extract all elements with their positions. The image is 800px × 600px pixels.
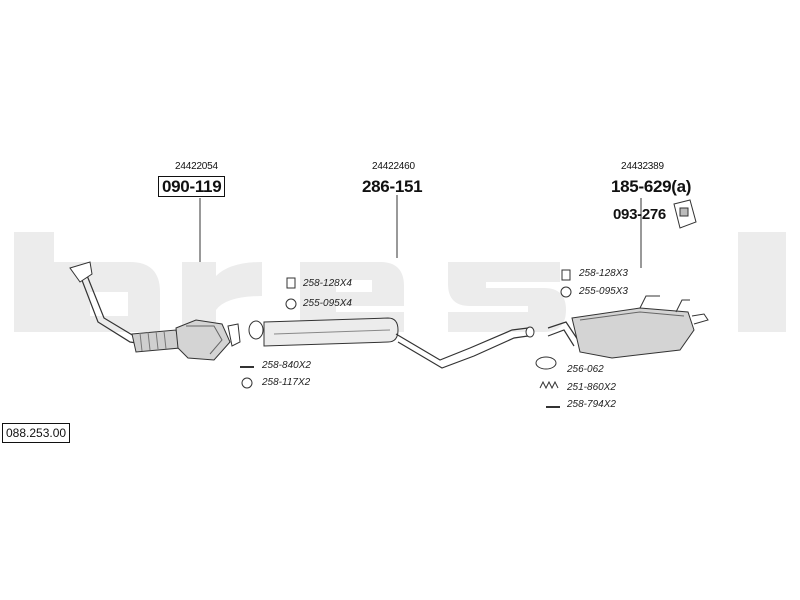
watermark-r [182, 262, 262, 332]
accessory-label: 258-840X2 [262, 360, 311, 371]
middle-inlet-flange [248, 320, 264, 340]
watermark-e [300, 262, 404, 332]
rib [155, 330, 159, 350]
rear-part-number: 185-629(a) [611, 177, 692, 196]
accessory-label: 255-095X3 [579, 286, 628, 297]
gasket-icon [560, 286, 572, 298]
accessory-label: 255-095X4 [303, 298, 352, 309]
middle-tailpipe [395, 327, 529, 369]
rear-inlet-pipe [547, 321, 579, 347]
diagram-code: 088.253.00 [2, 423, 71, 443]
rear-hanger-right [675, 299, 690, 313]
rib [139, 332, 143, 352]
watermark-s [448, 262, 566, 332]
front-pipe-assembly [69, 261, 241, 361]
accessory-label: 258-128X3 [579, 268, 628, 279]
middle-oe-number: 24422460 [372, 161, 415, 172]
ring-icon [241, 377, 253, 389]
spring-icon [539, 380, 559, 390]
rear-hanger-left [639, 295, 660, 309]
middle-outlet-end [525, 326, 535, 338]
rear-silencer-body [571, 307, 695, 359]
front-flange [69, 261, 93, 283]
gasket-icon [285, 298, 297, 310]
accessory-icons [240, 269, 572, 408]
accessory-label: 256-062 [567, 364, 604, 375]
accessory-label: 251-860X2 [567, 382, 616, 393]
accessory-label: 258-128X4 [303, 278, 352, 289]
rib [163, 330, 167, 350]
gasket-ring-icon [535, 356, 557, 370]
accessory-label: 258-117X2 [262, 377, 311, 388]
watermark-b-bowl [54, 262, 160, 332]
middle-part-number: 286-151 [362, 177, 423, 196]
rear-silencer-top [579, 311, 685, 321]
clamp-icon [561, 269, 571, 281]
leader-lines [199, 195, 642, 268]
rear-silencer-assembly [547, 295, 709, 359]
cat-outlet-flange [227, 323, 241, 347]
watermark-l [738, 232, 786, 332]
accessory-label: 258-794X2 [567, 399, 616, 410]
front-part-number: 090-119 [158, 176, 226, 197]
middle-silencer-seam [273, 329, 391, 335]
hanger-part-number: 093-276 [613, 206, 666, 223]
hanger-window [679, 207, 689, 217]
clamp-icon [286, 277, 296, 289]
flex-ribs [139, 330, 167, 352]
rib [147, 331, 151, 351]
rear-tailpipe [691, 313, 709, 325]
rear-oe-number: 24432389 [621, 161, 664, 172]
front-oe-number: 24422054 [175, 161, 218, 172]
watermark-b-stem [14, 232, 54, 332]
cat-heat-shield [186, 325, 223, 355]
middle-pipe-assembly [248, 317, 535, 369]
hanger-icon [673, 199, 697, 229]
